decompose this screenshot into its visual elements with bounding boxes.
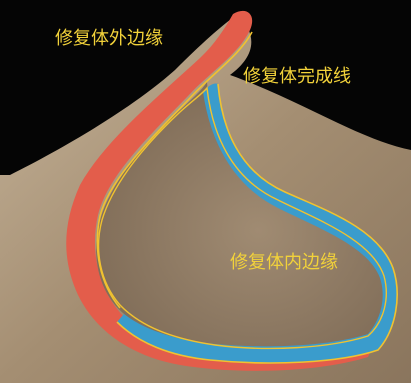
inner-margin-label: 修复体内边缘 [230, 252, 338, 273]
finish-line-label: 修复体完成线 [243, 66, 351, 87]
outer-margin-label: 修复体外边缘 [55, 28, 163, 49]
